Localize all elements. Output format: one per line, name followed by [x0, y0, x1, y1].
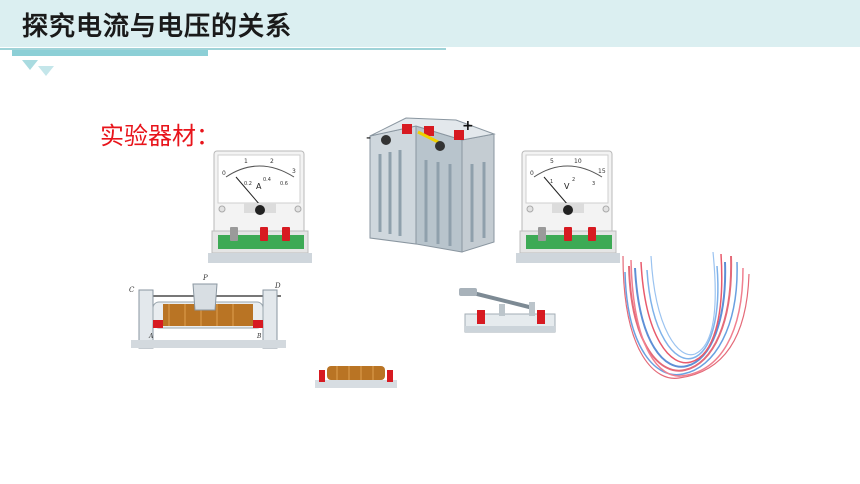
- decor-triangle-icon: [22, 60, 38, 70]
- battery-image: - +: [356, 114, 508, 256]
- rheostat-terminal-label: P: [202, 274, 208, 282]
- ammeter-unit-label: A: [256, 182, 262, 191]
- voltmeter-tick-label: 5: [550, 158, 554, 165]
- ammeter-tick-label: 1: [244, 158, 248, 165]
- slide-title: 探究电流与电压的关系: [22, 12, 293, 42]
- ammeter-tick-label: 3: [292, 168, 296, 175]
- rheostat-terminal-label: B: [256, 333, 262, 340]
- rheostat-terminal-label: A: [148, 333, 154, 340]
- ammeter-tick-label: 0.2: [244, 181, 252, 187]
- voltmeter-tick-label: 3: [592, 181, 595, 187]
- ammeter-tick-label: 2: [270, 158, 274, 165]
- title-banner: [0, 0, 860, 47]
- connecting-wires-image: [621, 226, 752, 382]
- battery-negative-label: -: [366, 130, 371, 146]
- sliding-rheostat-image: C P D A B: [125, 270, 292, 356]
- title-accent-bar: [12, 50, 208, 56]
- voltmeter-image: 0 5 10 15 1 2 3 V: [510, 147, 630, 270]
- voltmeter-tick-label: 10: [574, 158, 582, 165]
- knife-switch-image: [455, 272, 562, 342]
- battery-positive-label: +: [462, 118, 474, 134]
- ammeter-tick-label: 0.4: [263, 177, 271, 183]
- fixed-resistor-image: [307, 354, 405, 393]
- ammeter-image: 0 1 2 3 0.2 0.4 0.6 A: [208, 147, 312, 270]
- voltmeter-tick-label: 15: [598, 168, 606, 175]
- materials-label: 实验器材：: [100, 122, 220, 150]
- voltmeter-unit-label: V: [564, 182, 570, 191]
- voltmeter-tick-label: 2: [572, 177, 575, 183]
- voltmeter-tick-label: 1: [550, 179, 553, 185]
- ammeter-tick-label: 0: [222, 170, 226, 177]
- title-underline: [0, 48, 446, 50]
- rheostat-terminal-label: D: [274, 282, 281, 290]
- decor-triangle-icon: [38, 66, 54, 76]
- ammeter-tick-label: 0.6: [280, 181, 288, 187]
- rheostat-terminal-label: C: [129, 286, 135, 294]
- voltmeter-tick-label: 0: [530, 170, 534, 177]
